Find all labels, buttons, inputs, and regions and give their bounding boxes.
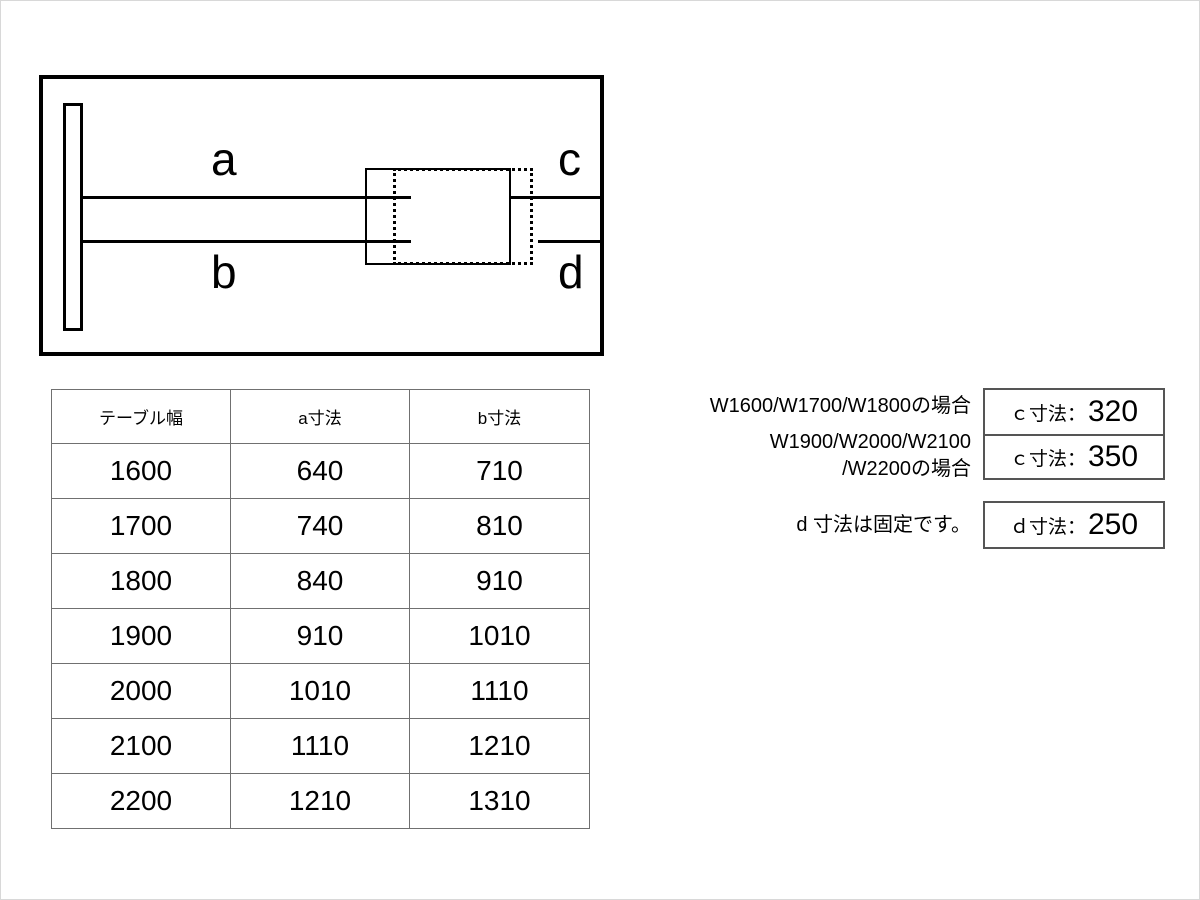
diagram-left-upright — [63, 103, 83, 331]
notes-column: W1600/W1700/W1800の場合 W1900/W2000/W2100 /… — [616, 393, 971, 539]
table-row: 1900 910 1010 — [51, 608, 590, 664]
cell-table-width: 2000 — [51, 663, 231, 719]
d-dimension-label: ｄ寸法： — [1009, 516, 1086, 538]
dimension-table: テーブル幅 a寸法 b寸法 1600 640 710 1700 740 810 … — [51, 389, 590, 829]
cell-a-dimension: 1010 — [230, 663, 410, 719]
cell-table-width: 1800 — [51, 553, 231, 609]
table-header-row: テーブル幅 a寸法 b寸法 — [51, 389, 590, 444]
cell-b-dimension: 910 — [409, 553, 590, 609]
dimension-label-c: c — [558, 133, 581, 185]
table-row: 1700 740 810 — [51, 498, 590, 554]
dimension-label-b: b — [211, 246, 237, 298]
dimension-label-d: d — [558, 246, 584, 298]
table-row: 1800 840 910 — [51, 553, 590, 609]
c-dimension-box-320: ｃ寸法： 320 — [985, 390, 1163, 434]
diagram-center-block-phantom — [393, 168, 533, 265]
table-body: 1600 640 710 1700 740 810 1800 840 910 1… — [51, 443, 590, 829]
diagram-rail-a — [81, 196, 411, 199]
cell-a-dimension: 910 — [230, 608, 410, 664]
cell-a-dimension: 1210 — [230, 773, 410, 829]
c-dimension-value: 350 — [1087, 440, 1139, 473]
cell-b-dimension: 810 — [409, 498, 590, 554]
diagram-rail-b — [81, 240, 411, 243]
d-dimension-box-250: ｄ寸法： 250 — [985, 503, 1163, 547]
column-header-table-width: テーブル幅 — [51, 389, 231, 444]
cell-table-width: 1900 — [51, 608, 231, 664]
cell-table-width: 1600 — [51, 443, 231, 499]
c-dimension-value: 320 — [1087, 395, 1139, 428]
column-header-a-dimension: a寸法 — [230, 389, 410, 444]
column-header-b-dimension: b寸法 — [409, 389, 590, 444]
diagram-rail-c — [509, 196, 604, 199]
cell-a-dimension: 1110 — [230, 718, 410, 774]
cell-a-dimension: 640 — [230, 443, 410, 499]
table-row: 2100 1110 1210 — [51, 718, 590, 774]
d-dimension-value: 250 — [1087, 508, 1139, 541]
cell-b-dimension: 1310 — [409, 773, 590, 829]
c-dimension-label: ｃ寸法： — [1009, 448, 1086, 470]
table-frame-diagram: a b c d — [39, 75, 604, 356]
table-row: 2200 1210 1310 — [51, 773, 590, 829]
c-dimension-label: ｃ寸法： — [1009, 403, 1086, 425]
d-dimension-box-group: ｄ寸法： 250 — [983, 501, 1165, 549]
cell-a-dimension: 740 — [230, 498, 410, 554]
cell-table-width: 2100 — [51, 718, 231, 774]
dimension-label-a: a — [211, 133, 237, 185]
note-d-dimension-fixed: d 寸法は固定です。 — [796, 513, 971, 536]
note-condition-w1900-w2200: W1900/W2000/W2100 /W2200の場合 — [769, 430, 971, 481]
table-row: 2000 1010 1110 — [51, 663, 590, 719]
c-dimension-box-350: ｃ寸法： 350 — [985, 434, 1163, 478]
note-condition-w1600-w1800: W1600/W1700/W1800の場合 — [709, 395, 971, 417]
table-row: 1600 640 710 — [51, 443, 590, 499]
cell-a-dimension: 840 — [230, 553, 410, 609]
c-dimension-box-group: ｃ寸法： 320 ｃ寸法： 350 — [983, 388, 1165, 480]
diagram-rail-d — [538, 240, 604, 243]
cell-b-dimension: 1210 — [409, 718, 590, 774]
cell-b-dimension: 1010 — [409, 608, 590, 664]
cell-table-width: 2200 — [51, 773, 231, 829]
cell-table-width: 1700 — [51, 498, 231, 554]
cell-b-dimension: 1110 — [409, 663, 590, 719]
cell-b-dimension: 710 — [409, 443, 590, 499]
